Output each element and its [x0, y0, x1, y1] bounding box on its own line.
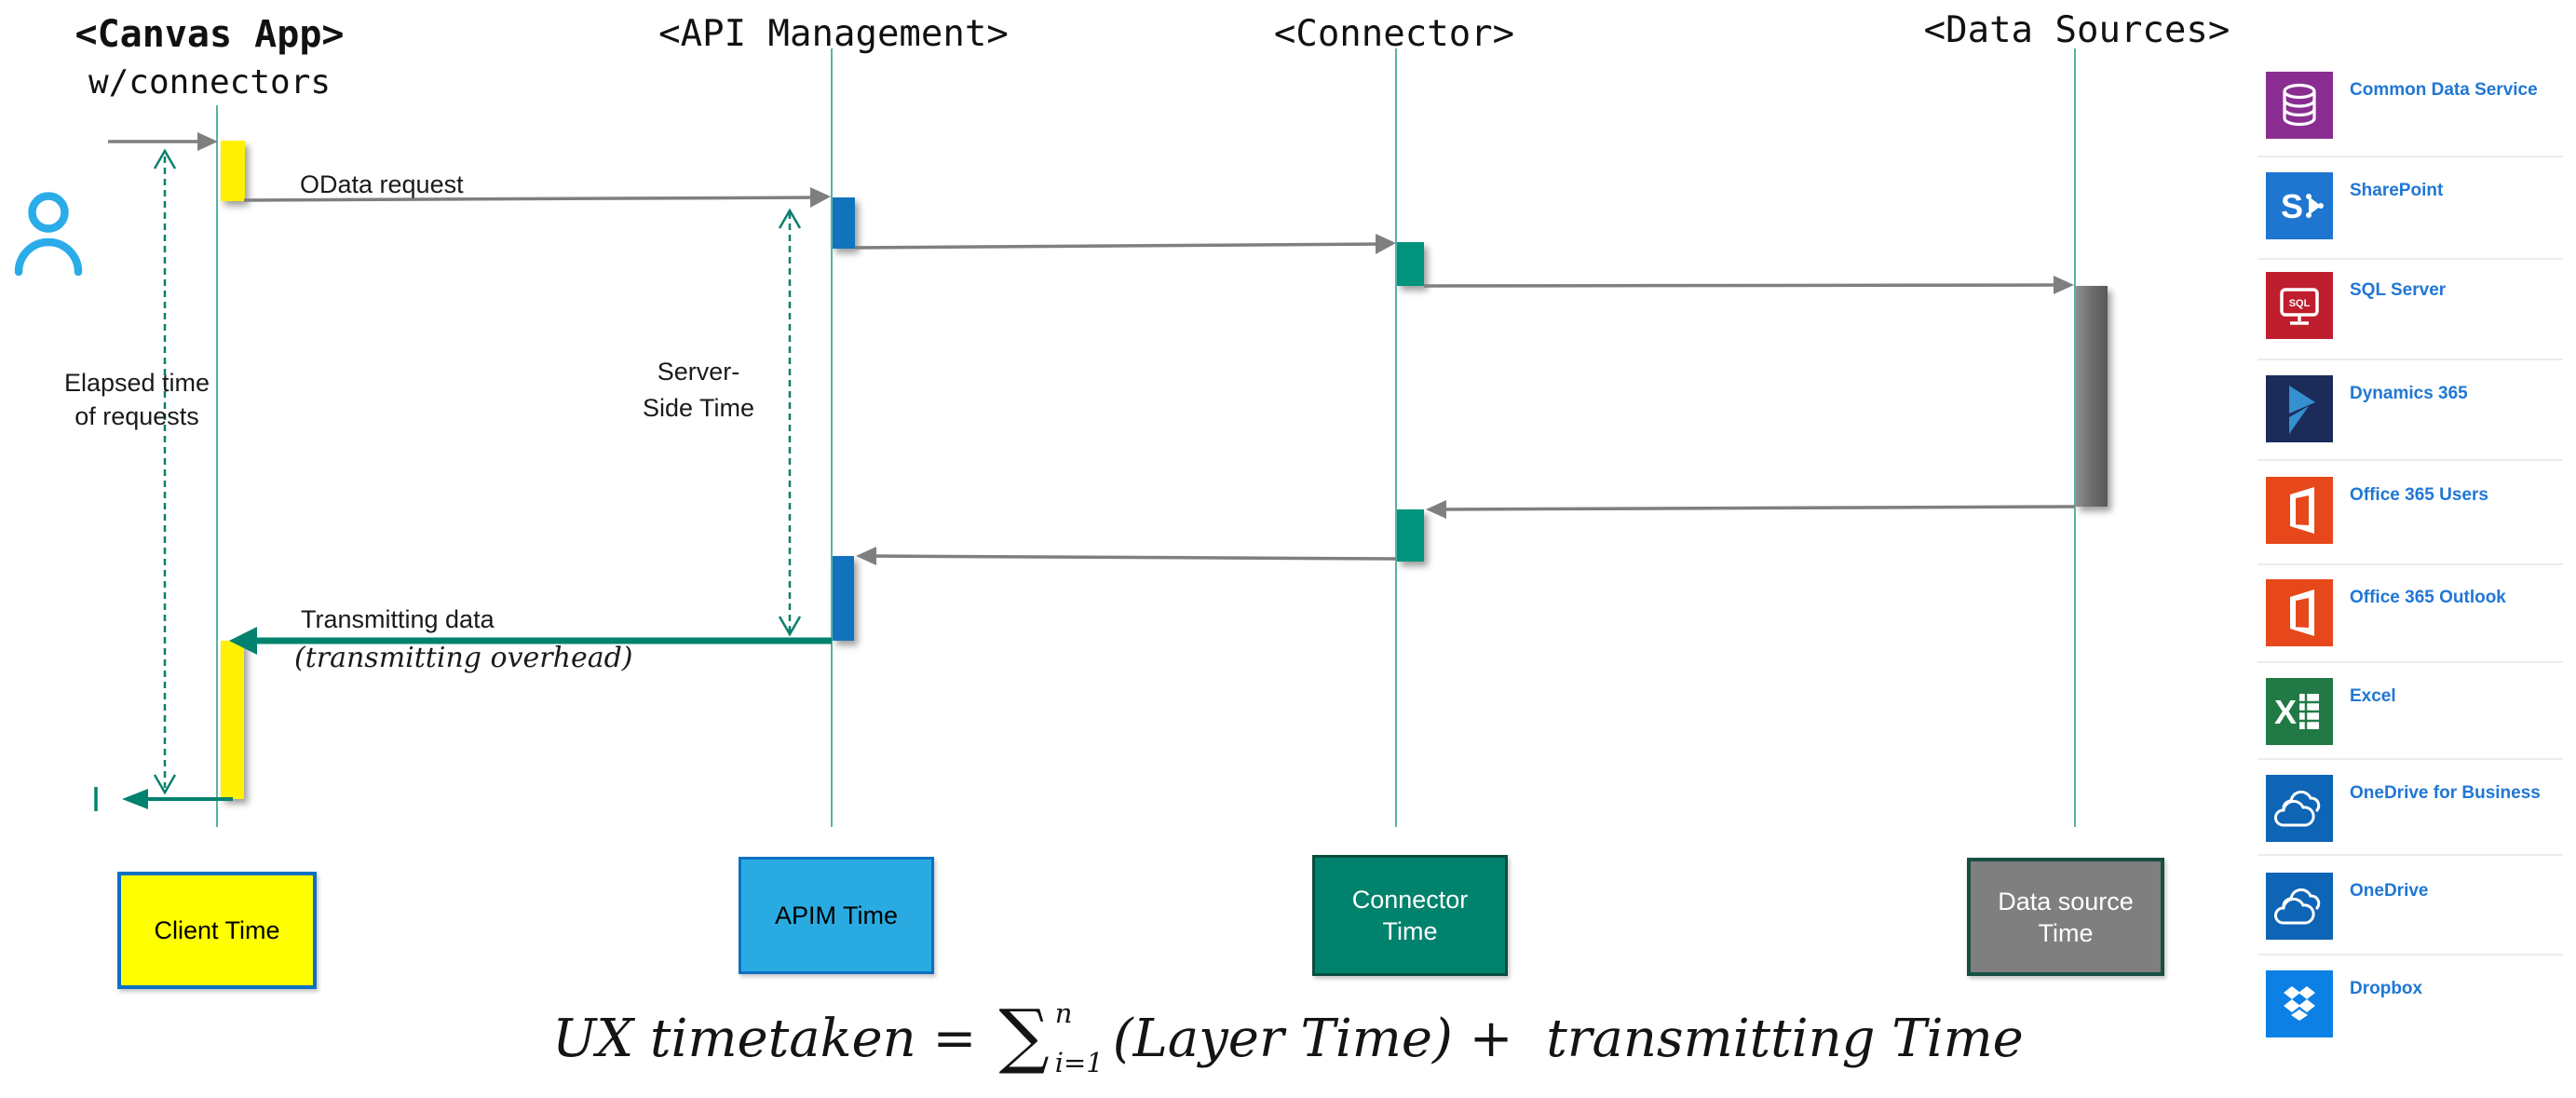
canvas-app-header: <Canvas App>: [75, 13, 345, 56]
elapsed-end-arrow: [94, 787, 233, 811]
office-365-users-icon: [2266, 477, 2333, 544]
data-source-item-dropbox: Dropbox: [2266, 970, 2566, 1054]
data-source-item-onedrive-for-business: OneDrive for Business: [2266, 775, 2566, 859]
formula-rhs: (Layer Time) + transmitting Time: [1112, 1008, 2024, 1069]
apim-to-connector-line: [854, 242, 1385, 250]
data-source-legend-line2: Time: [2038, 918, 2094, 947]
sidebar-divider: [2257, 258, 2563, 260]
sidebar-divider: [2257, 563, 2563, 565]
sql-server-icon: SQL: [2266, 272, 2333, 339]
data-source-label: SharePoint: [2350, 181, 2444, 200]
data-source-label: Office 365 Outlook: [2350, 588, 2506, 607]
data-source-label: Excel: [2350, 686, 2396, 706]
data-source-item-office-365-outlook: Office 365 Outlook: [2266, 579, 2566, 663]
data-source-label: Office 365 Users: [2350, 485, 2488, 505]
ux-time-formula: UX timetaken = ∑ n i=1 (Layer Time) + tr…: [279, 993, 2297, 1077]
sigma-symbol: ∑: [998, 993, 1050, 1077]
client-time-legend-label: Client Time: [154, 916, 280, 944]
onedrive-icon: [2266, 775, 2333, 842]
datasource-return-line: [1438, 505, 2076, 511]
svg-text:X: X: [2274, 693, 2297, 731]
data-source-item-sql-server: SQL SQL Server: [2266, 272, 2566, 356]
sidebar-divider: [2257, 954, 2563, 956]
data-source-item-sharepoint: S SharePoint: [2266, 172, 2566, 256]
odata-request-label: OData request: [300, 170, 464, 198]
user-icon: [14, 192, 83, 277]
apim-activation-bar-1: [832, 197, 855, 249]
connector-activation-bar-2: [1397, 509, 1424, 562]
lifelines: [216, 48, 2076, 827]
elapsed-time-line2: of requests: [75, 402, 199, 430]
sharepoint-icon: S: [2266, 172, 2333, 239]
elapsed-time-line1: Elapsed time: [63, 369, 210, 397]
office-365-outlook-icon: [2266, 579, 2333, 646]
svg-text:S: S: [2281, 187, 2303, 225]
data-sources-header: <Data Sources>: [1923, 9, 2230, 51]
sidebar-divider: [2257, 854, 2563, 856]
server-side-line1: Server-: [657, 358, 740, 386]
database-icon: [2266, 72, 2333, 139]
apim-time-legend-label: APIM Time: [774, 901, 899, 929]
client-activation-bar-2: [221, 641, 244, 799]
data-source-legend-line1: Data source: [1998, 887, 2134, 915]
data-source-item-onedrive: OneDrive: [2266, 873, 2566, 956]
data-source-label: Dropbox: [2350, 979, 2423, 998]
data-source-label: OneDrive for Business: [2350, 783, 2541, 803]
elapsed-time-label: Elapsed time of requests: [44, 366, 230, 433]
svg-text:SQL: SQL: [2289, 298, 2311, 309]
data-source-item-excel: X Excel: [2266, 678, 2566, 762]
data-source-activation-bar: [2076, 286, 2108, 507]
dynamics-365-icon: [2266, 375, 2333, 442]
api-management-header: <API Management>: [658, 13, 1009, 55]
data-source-label: OneDrive: [2350, 881, 2429, 901]
sigma-upper-limit: n: [1054, 997, 1073, 1029]
data-source-label: Dynamics 365: [2350, 384, 2468, 403]
sidebar-divider: [2257, 156, 2563, 157]
message-arrowheads: [197, 132, 2074, 565]
transmitting-overhead-label: (transmitting overhead): [294, 642, 633, 674]
message-lines: [108, 140, 2076, 561]
connector-activation-bar-1: [1397, 242, 1424, 286]
data-source-time-legend-label: Data source Time: [1998, 886, 2134, 949]
client-activation-bar-1: [221, 141, 245, 201]
apim-time-legend: APIM Time: [739, 857, 934, 974]
onedrive-icon: [2266, 873, 2333, 940]
data-source-label: Common Data Service: [2350, 80, 2538, 100]
server-side-line2: Side Time: [642, 394, 755, 422]
data-source-item-dynamics-365: Dynamics 365: [2266, 375, 2566, 459]
dropbox-icon: [2266, 970, 2333, 1037]
elapsed-time-measure-arrow: [153, 148, 177, 795]
sigma-lower-limit: i=1: [1054, 1047, 1104, 1078]
server-side-time-label: Server- Side Time: [605, 354, 792, 427]
canvas-app-subheader: w/connectors: [88, 63, 332, 102]
client-time-legend: Client Time: [117, 872, 317, 989]
connector-legend-line2: Time: [1382, 917, 1438, 945]
data-source-item-office-365-users: Office 365 Users: [2266, 477, 2566, 561]
sidebar-divider: [2257, 758, 2563, 760]
connector-to-datasource-line: [1423, 283, 2063, 288]
connector-header: <Connector>: [1273, 13, 1515, 55]
data-source-label: SQL Server: [2350, 280, 2447, 300]
connector-return-line: [867, 554, 1397, 561]
connector-time-legend-label: Connector Time: [1352, 884, 1469, 947]
connector-time-legend: Connector Time: [1312, 855, 1508, 976]
transmitting-data-label: Transmitting data: [301, 605, 495, 633]
sidebar-divider: [2257, 459, 2563, 461]
connector-legend-line1: Connector: [1351, 886, 1469, 914]
data-source-time-legend: Data source Time: [1967, 858, 2164, 976]
sigma-limits: n i=1: [1055, 1000, 1104, 1077]
data-source-item-common-data-service: Common Data Service: [2266, 72, 2566, 156]
excel-icon: X: [2266, 678, 2333, 745]
sidebar-divider: [2257, 661, 2563, 663]
formula-lhs: UX timetaken =: [552, 1008, 977, 1069]
apim-activation-bar-2: [833, 556, 854, 641]
sidebar-divider: [2257, 359, 2563, 360]
